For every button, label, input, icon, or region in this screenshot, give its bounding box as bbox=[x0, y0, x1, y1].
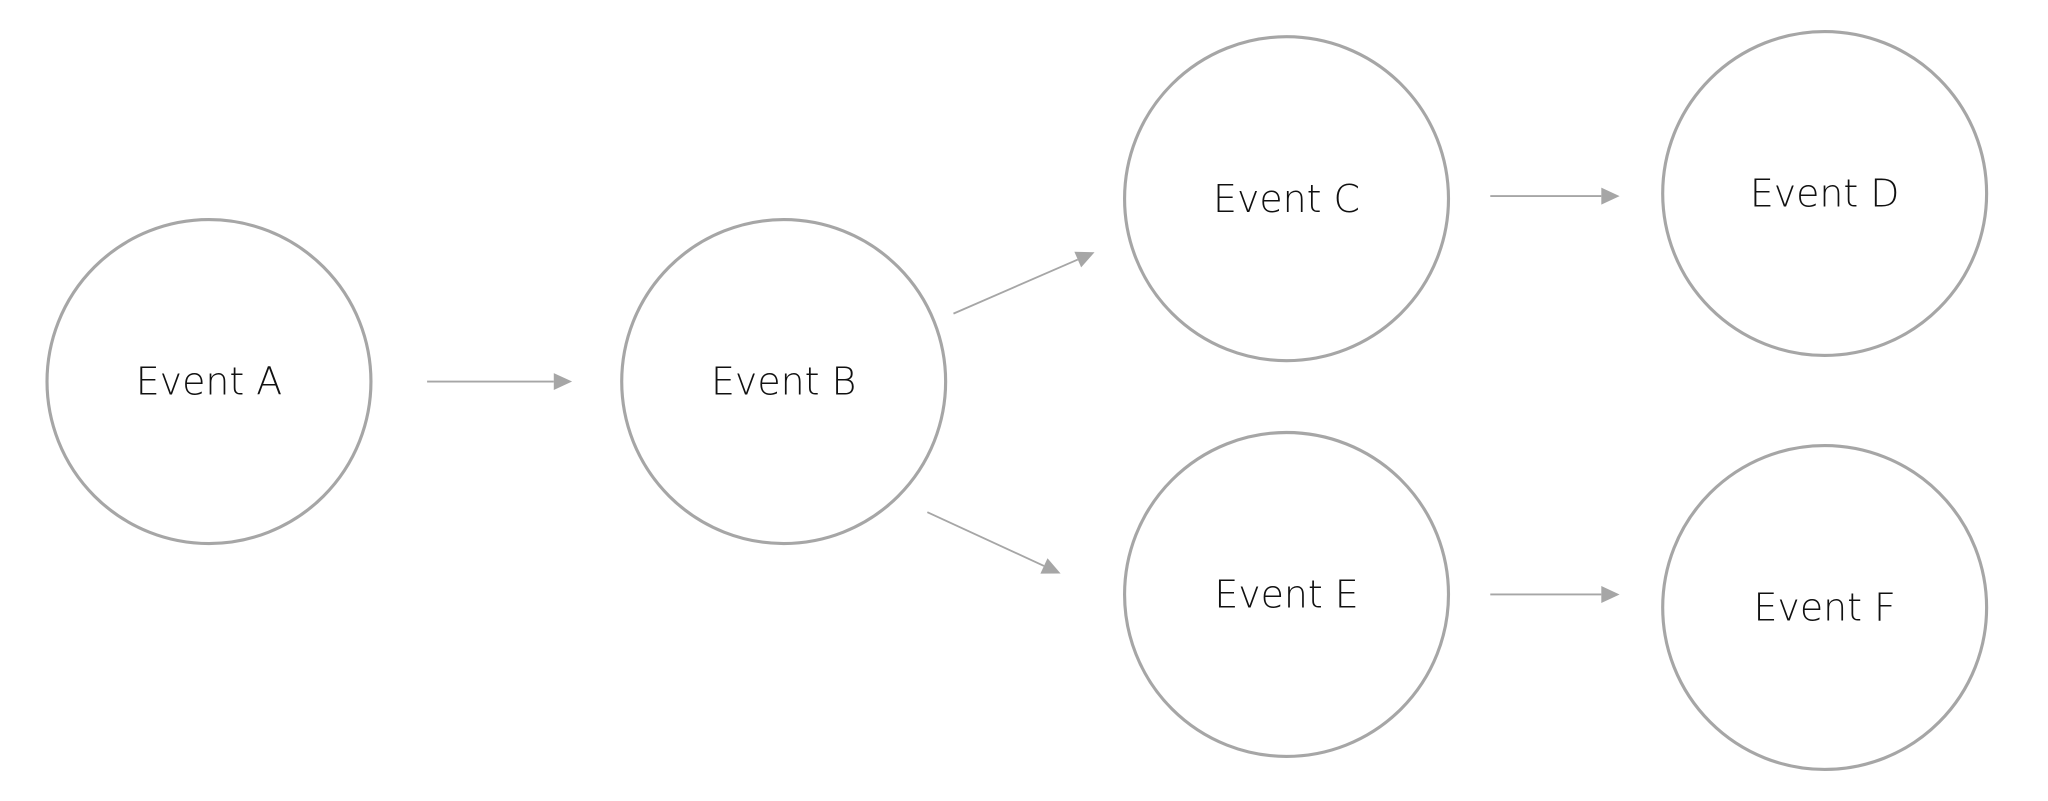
arrow-c-to-d bbox=[1490, 187, 1620, 205]
node-event-d: Event D bbox=[1661, 29, 1989, 358]
node-event-f: Event F bbox=[1661, 443, 1989, 772]
node-circle bbox=[620, 218, 948, 546]
node-label: Event F bbox=[1754, 586, 1896, 630]
node-label: Event D bbox=[1750, 172, 1900, 216]
arrow-b-to-e bbox=[926, 511, 1061, 574]
arrowhead-icon bbox=[1601, 187, 1620, 205]
node-label: Event E bbox=[1214, 573, 1358, 617]
arrowhead-icon bbox=[553, 373, 573, 391]
arrow-line bbox=[926, 511, 1045, 567]
node-circle bbox=[1661, 443, 1989, 772]
arrow-b-to-c bbox=[953, 251, 1095, 315]
node-label: Event B bbox=[711, 360, 856, 404]
arrowhead-icon bbox=[1601, 585, 1620, 603]
arrowhead-icon bbox=[1040, 558, 1061, 574]
node-label: Event A bbox=[136, 360, 282, 404]
node-event-a: Event A bbox=[45, 218, 373, 546]
node-event-e: Event E bbox=[1123, 430, 1451, 758]
arrowhead-icon bbox=[1074, 251, 1095, 268]
node-circle bbox=[1661, 29, 1989, 358]
arrow-line bbox=[953, 258, 1079, 315]
arrow-e-to-f bbox=[1490, 585, 1620, 603]
node-circle bbox=[1123, 35, 1451, 363]
node-label: Event C bbox=[1213, 177, 1360, 221]
node-event-c: Event C bbox=[1123, 35, 1451, 363]
node-circle bbox=[1123, 430, 1451, 758]
arrow-a-to-b bbox=[427, 373, 573, 391]
node-event-b: Event B bbox=[620, 218, 948, 546]
node-circle bbox=[45, 218, 373, 546]
